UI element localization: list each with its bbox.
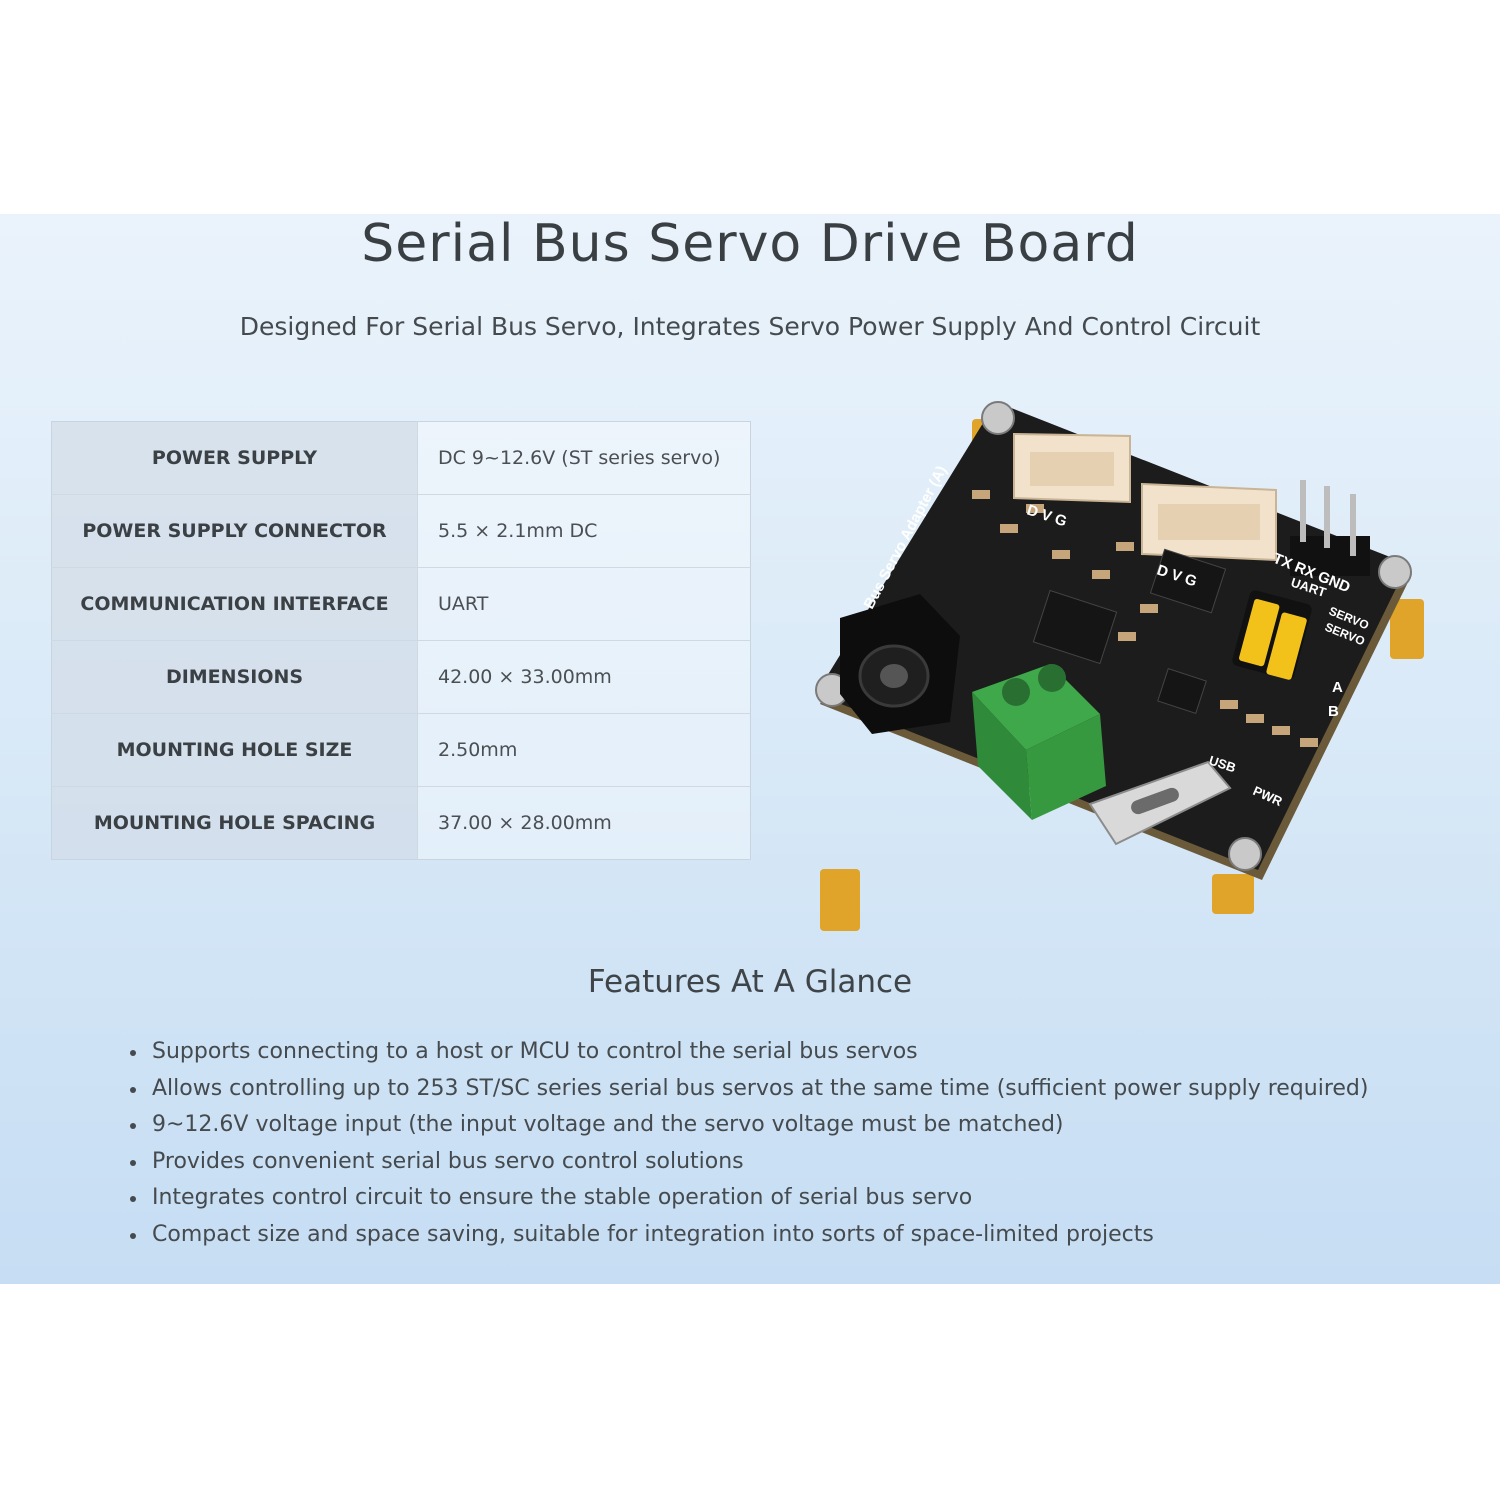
- smd-components: [972, 490, 1318, 747]
- spec-row: POWER SUPPLY DC 9~12.6V (ST series servo…: [51, 421, 751, 495]
- servo-connector-1: [1013, 432, 1131, 504]
- servo-mode-jumper: [1232, 590, 1312, 680]
- spec-label: MOUNTING HOLE SPACING: [51, 786, 418, 860]
- features-title: Features At A Glance: [587, 964, 913, 1000]
- page-subtitle: Designed For Serial Bus Servo, Integrate…: [239, 312, 1261, 341]
- uart-header: [1290, 480, 1370, 576]
- feature-item: Allows controlling up to 253 ST/SC serie…: [130, 1071, 1368, 1108]
- ic-chips: [1032, 548, 1227, 714]
- spec-table: POWER SUPPLY DC 9~12.6V (ST series servo…: [51, 421, 751, 860]
- spec-label: DIMENSIONS: [51, 640, 418, 714]
- servo-connector-2: [1141, 482, 1277, 562]
- feature-item: Compact size and space saving, suitable …: [130, 1217, 1368, 1254]
- product-panel: Serial Bus Servo Drive Board Designed Fo…: [0, 214, 1500, 1284]
- feature-item: 9~12.6V voltage input (the input voltage…: [130, 1107, 1368, 1144]
- spec-value: 37.00 × 28.00mm: [417, 786, 751, 860]
- spec-row: MOUNTING HOLE SPACING 37.00 × 28.00mm: [51, 786, 751, 860]
- servo-board-image: Bus Servo Adapter (A) D V G D V G TX RX …: [815, 401, 1424, 931]
- spec-value: UART: [417, 567, 751, 641]
- spec-row: DIMENSIONS 42.00 × 33.00mm: [51, 640, 751, 714]
- spec-label: POWER SUPPLY CONNECTOR: [51, 494, 418, 568]
- spec-value: DC 9~12.6V (ST series servo): [438, 447, 721, 469]
- jumper-b-label: B: [1328, 703, 1339, 720]
- spec-label: POWER SUPPLY: [51, 421, 418, 495]
- features-list: Supports connecting to a host or MCU to …: [130, 1034, 1368, 1253]
- usb-c-connector: [1088, 760, 1232, 846]
- mounting-screws: [815, 401, 1412, 871]
- spec-row: COMMUNICATION INTERFACE UART: [51, 567, 751, 641]
- page-title: Serial Bus Servo Drive Board: [361, 214, 1139, 274]
- terminal-block: [972, 664, 1106, 820]
- spec-value: 5.5 × 2.1mm DC: [417, 494, 751, 568]
- spec-label: MOUNTING HOLE SIZE: [51, 713, 418, 787]
- spec-value: 42.00 × 33.00mm: [417, 640, 751, 714]
- spec-row: POWER SUPPLY CONNECTOR 5.5 × 2.1mm DC: [51, 494, 751, 568]
- jumper-a-label: A: [1332, 679, 1343, 696]
- spec-label: COMMUNICATION INTERFACE: [51, 567, 418, 641]
- feature-item: Provides convenient serial bus servo con…: [130, 1144, 1368, 1181]
- feature-item: Supports connecting to a host or MCU to …: [130, 1034, 1368, 1071]
- spec-row: MOUNTING HOLE SIZE 2.50mm: [51, 713, 751, 787]
- dc-jack: [840, 594, 960, 734]
- spec-value: 2.50mm: [417, 713, 751, 787]
- feature-item: Integrates control circuit to ensure the…: [130, 1180, 1368, 1217]
